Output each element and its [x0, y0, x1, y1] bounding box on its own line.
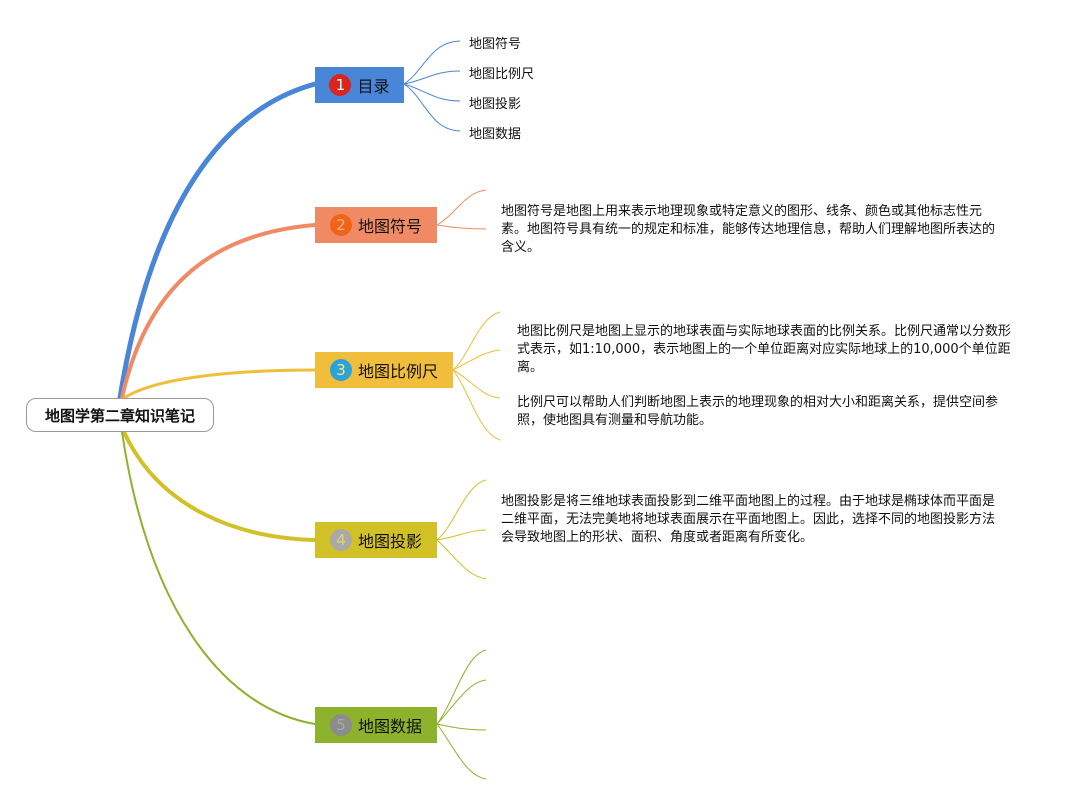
toc-connector-2 — [403, 70, 461, 85]
data-connector-4 — [436, 723, 487, 780]
projection-connector-top — [436, 479, 487, 541]
branch-label: 地图比例尺 — [357, 362, 438, 381]
branch-label: 地图投影 — [357, 532, 422, 551]
branch-node-symbol[interactable]: 2 地图符号 — [315, 207, 437, 243]
toc-item[interactable]: 地图数据 — [469, 127, 522, 142]
toc-item[interactable]: 地图投影 — [469, 97, 522, 112]
branch-node-toc[interactable]: 1 目录 — [315, 67, 404, 103]
scale-connector-2 — [452, 349, 501, 371]
branch-label: 地图数据 — [357, 717, 422, 736]
branch-node-data[interactable]: 5 地图数据 — [315, 707, 437, 743]
branch-node-scale[interactable]: 3 地图比例尺 — [315, 352, 453, 388]
projection-note[interactable]: 地图投影是将三维地球表面投影到二维平面地图上的过程。由于地球是椭球体而平面是二维… — [501, 494, 996, 545]
branch-number-badge: 5 — [329, 714, 352, 736]
symbol-connector-top — [436, 189, 487, 226]
scale-note-usage[interactable]: 比例尺可以帮助人们判断地图上表示的地理现象的相对大小和距离关系，提供空间参照，使… — [517, 395, 999, 428]
data-connector-1 — [436, 649, 487, 725]
branch-number-badge: 2 — [329, 214, 352, 236]
scale-note-definition[interactable]: 地图比例尺是地图上显示的地球表面与实际地球表面的比例关系。比例尺通常以分数形式表… — [517, 324, 1012, 375]
toc-item[interactable]: 地图比例尺 — [469, 67, 535, 82]
toc-connector-3 — [403, 83, 461, 102]
toc-connector-1 — [403, 40, 461, 85]
branch-number-badge: 1 — [329, 74, 352, 96]
branch-connector-2 — [120, 223, 317, 400]
scale-connector-3 — [452, 369, 501, 399]
branch-connector-3 — [122, 368, 317, 400]
branch-connector-5 — [121, 431, 316, 725]
branch-label: 目录 — [357, 77, 390, 96]
root-label: 地图学第二章知识笔记 — [44, 406, 195, 425]
branch-connector-1 — [117, 81, 318, 401]
branch-number-badge: 4 — [329, 529, 352, 551]
scale-connector-4 — [452, 369, 501, 441]
root-node[interactable]: 地图学第二章知识笔记 — [26, 398, 214, 432]
symbol-connector-bottom — [436, 224, 487, 230]
data-connector-3 — [436, 723, 487, 731]
data-connector-2 — [436, 679, 487, 725]
branch-node-projection[interactable]: 4 地图投影 — [315, 522, 437, 558]
toc-item[interactable]: 地图符号 — [469, 37, 522, 52]
projection-connector-mid — [436, 529, 487, 541]
projection-connector-bottom — [436, 539, 487, 580]
branch-label: 地图符号 — [357, 217, 422, 236]
branch-connector-4 — [122, 430, 317, 542]
symbol-note[interactable]: 地图符号是地图上用来表示地理现象或特定意义的图形、线条、颜色或其他标志性元素。地… — [501, 204, 996, 255]
scale-connector-1 — [452, 311, 501, 371]
branch-number-badge: 3 — [329, 359, 352, 381]
toc-connector-4 — [403, 83, 461, 132]
